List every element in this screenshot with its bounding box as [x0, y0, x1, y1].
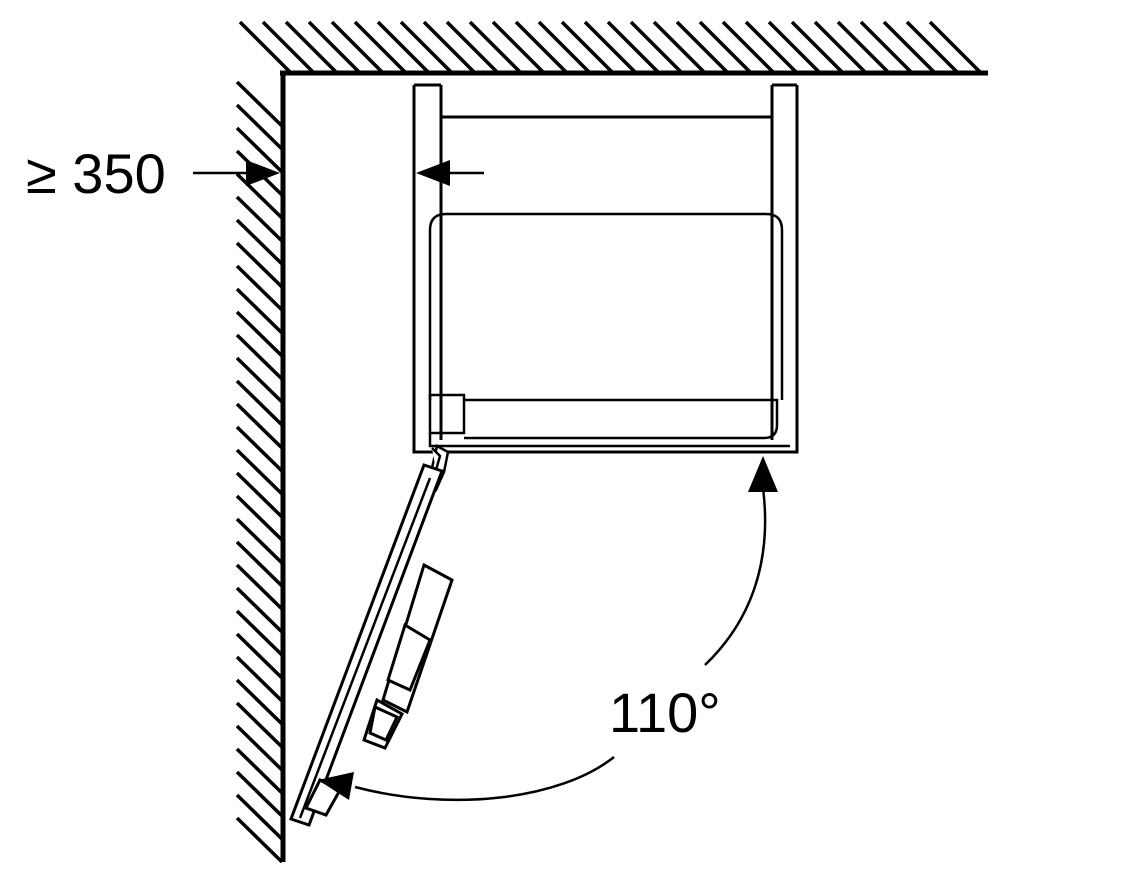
- clearance-label: ≥ 350: [26, 142, 166, 205]
- hatch-line: [235, 724, 284, 772]
- arrowhead-to-wall-icon: [246, 160, 280, 186]
- hatch-line: [235, 448, 284, 496]
- hatch-line: [235, 655, 284, 703]
- hatch-line: [235, 793, 284, 841]
- hatch-line: [238, 20, 292, 74]
- hatch-line: [261, 20, 315, 74]
- hatch-line: [235, 80, 284, 128]
- hatch-line: [235, 287, 284, 335]
- hatch-line: [235, 425, 284, 473]
- hatch-line: [629, 20, 683, 74]
- hatch-line: [235, 816, 284, 864]
- hatch-line: [859, 20, 913, 74]
- hatch-line: [235, 586, 284, 634]
- hatch-line: [376, 20, 430, 74]
- arrowhead-left-icon: [318, 772, 354, 800]
- hatch-line: [606, 20, 660, 74]
- hatch-line: [235, 310, 284, 358]
- hatch-line: [235, 678, 284, 726]
- appliance-cabinet: [412, 83, 799, 454]
- hatch-line: [235, 126, 284, 174]
- hatch-line: [514, 20, 568, 74]
- hatch-line: [675, 20, 729, 74]
- hatch-line: [928, 20, 982, 74]
- hatch-line: [537, 20, 591, 74]
- appliance-cavity: [428, 212, 790, 448]
- opening-angle-dimension: 110°: [318, 456, 778, 802]
- hatch-line: [905, 20, 959, 74]
- hatch-line: [235, 701, 284, 749]
- ceiling-wall: [238, 20, 988, 76]
- hatch-line: [468, 20, 522, 74]
- arrowhead-to-cabinet-icon: [416, 160, 450, 186]
- hatch-line: [235, 770, 284, 818]
- hatch-line: [836, 20, 890, 74]
- hatch-line: [235, 471, 284, 519]
- hatch-line: [235, 103, 284, 151]
- hatch-line: [235, 747, 284, 795]
- cabinet-edge-arrow: [416, 160, 484, 186]
- hatch-line: [445, 20, 499, 74]
- clearance-dimension: ≥ 350: [26, 142, 280, 205]
- side-wall: [235, 73, 286, 864]
- hatch-line: [235, 563, 284, 611]
- hatch-line: [652, 20, 706, 74]
- hatch-line: [235, 333, 284, 381]
- hatch-line: [235, 172, 284, 220]
- hatch-line: [235, 241, 284, 289]
- hatch-line: [307, 20, 361, 74]
- hatch-line: [698, 20, 752, 74]
- hatch-line: [235, 379, 284, 427]
- hatch-line: [235, 218, 284, 266]
- hatch-line: [422, 20, 476, 74]
- hatch-line: [399, 20, 453, 74]
- arrowhead-up-icon: [748, 456, 778, 492]
- hatch-line: [353, 20, 407, 74]
- hatch-line: [235, 632, 284, 680]
- hatch-line: [235, 540, 284, 588]
- hatch-line: [284, 20, 338, 74]
- hatch-line: [491, 20, 545, 74]
- open-door: [289, 463, 454, 827]
- hatch-line: [235, 609, 284, 657]
- hatch-line: [235, 356, 284, 404]
- angle-label: 110°: [609, 681, 721, 744]
- hatch-line: [767, 20, 821, 74]
- hatch-line: [813, 20, 867, 74]
- hatch-line: [744, 20, 798, 74]
- hatch-line: [330, 20, 384, 74]
- hatch-line: [235, 402, 284, 450]
- hatch-line: [583, 20, 637, 74]
- hatch-line: [235, 494, 284, 542]
- hatch-line: [235, 517, 284, 565]
- hatch-line: [235, 195, 284, 243]
- hatch-line: [790, 20, 844, 74]
- hatch-line: [560, 20, 614, 74]
- hatch-line: [721, 20, 775, 74]
- hatch-line: [235, 264, 284, 312]
- hatch-line: [882, 20, 936, 74]
